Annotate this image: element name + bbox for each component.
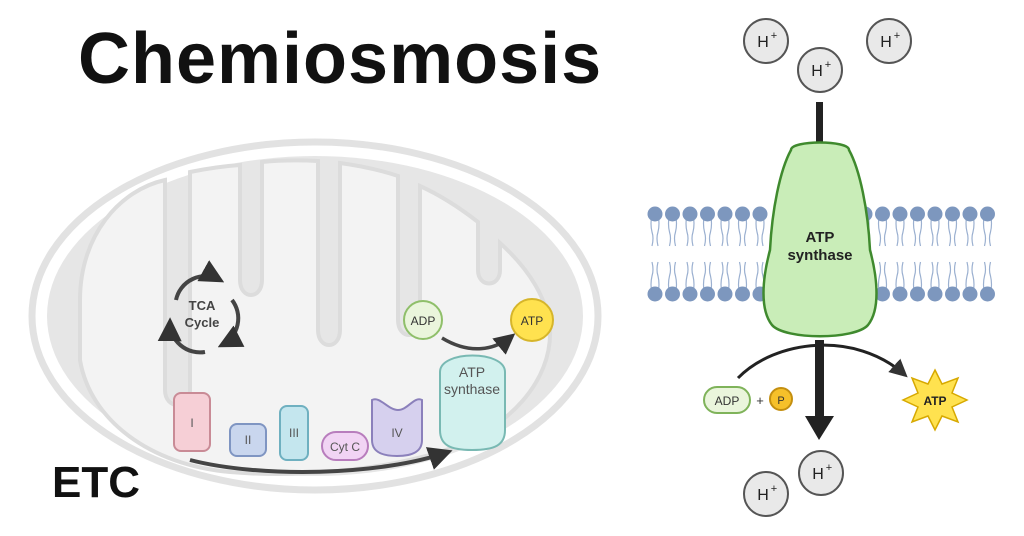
membrane-adp: ADP [703, 386, 751, 414]
plus-sign: + [756, 393, 764, 408]
lipid-head [752, 206, 768, 222]
proton-circle [743, 18, 789, 64]
svg-text:ADP: ADP [715, 394, 740, 408]
etc-label: ETC [52, 458, 140, 507]
tca-label-line1: TCA [189, 298, 216, 313]
lipid-head [962, 206, 978, 222]
mito-atp: ATP [510, 298, 554, 342]
svg-text:II: II [245, 433, 252, 447]
svg-text:ATP: ATP [923, 394, 946, 408]
proton-charge: + [894, 30, 900, 42]
lipid-head [735, 286, 750, 302]
proton-label: H [811, 63, 823, 80]
proton-label: H [757, 34, 769, 51]
lipid-head [700, 286, 715, 302]
cyt-c: Cyt C [321, 431, 369, 461]
lipid-head [647, 206, 663, 222]
lipid-head [717, 286, 733, 302]
lipid-head [682, 286, 698, 302]
membrane-atp-synthase: ATP synthase [762, 141, 878, 338]
adp-to-atp-arrow [736, 343, 908, 380]
tca-label-line2: Cycle [185, 315, 220, 330]
lipid-head [682, 206, 698, 222]
proton-charge: + [826, 462, 832, 474]
svg-text:synthase: synthase [787, 247, 852, 264]
lipid-head [910, 206, 925, 222]
tca-cycle: TCA Cycle [157, 260, 245, 355]
lipid-head [875, 286, 890, 302]
lipid-head [910, 286, 925, 302]
proton-label: H [880, 34, 892, 51]
lipid-head [980, 206, 995, 222]
proton-flow-shaft [815, 340, 824, 420]
svg-text:P: P [777, 395, 784, 407]
atp-burst: ATP [901, 368, 969, 432]
proton-charge: + [771, 30, 777, 42]
complex-i: I [173, 392, 211, 452]
protons: H+H+H+H+H+ [743, 18, 912, 517]
etc-flow-arrow [189, 447, 453, 474]
phosphate: P [769, 387, 793, 411]
proton-flow-arrowhead [805, 416, 834, 440]
proton-label: H [812, 466, 824, 483]
lipid-head [927, 286, 943, 302]
proton-circle [798, 450, 844, 496]
proton-circle [743, 471, 789, 517]
lipid-head [927, 206, 943, 222]
lipid-head [875, 206, 890, 222]
lipid-head [665, 206, 680, 222]
proton-charge: + [825, 59, 831, 71]
complex-iii: III [279, 405, 309, 461]
svg-text:Cyt C: Cyt C [330, 440, 360, 454]
svg-text:ATP: ATP [521, 314, 543, 328]
proton-circle [797, 47, 843, 93]
proton-label: H [757, 487, 769, 504]
lipid-head [892, 286, 908, 302]
mito-adp-atp-arrow [441, 333, 516, 355]
lipid-head [980, 286, 995, 302]
lipid-head [665, 286, 680, 302]
page-title: Chemiosmosis [78, 19, 603, 99]
lipid-head [945, 206, 960, 222]
lipid-head [735, 206, 750, 222]
proton-charge: + [771, 483, 777, 495]
synthase-stalk [816, 102, 823, 150]
complex-ii: II [229, 423, 267, 457]
svg-text:synthase: synthase [444, 381, 500, 397]
lipid-head [892, 206, 908, 222]
svg-text:IV: IV [391, 426, 402, 440]
svg-text:ATP: ATP [806, 229, 835, 246]
svg-text:III: III [289, 426, 299, 440]
lipid-head [717, 206, 733, 222]
lipid-head [945, 286, 960, 302]
mito-atp-synthase: ATP synthase [439, 354, 506, 452]
svg-text:I: I [190, 416, 193, 430]
complex-iv: IV [371, 398, 423, 458]
svg-text:ATP: ATP [459, 364, 485, 380]
proton-circle [866, 18, 912, 64]
lipid-head [647, 286, 663, 302]
lipid-head [962, 286, 978, 302]
mito-adp: ADP [403, 300, 443, 340]
lipid-head [700, 206, 715, 222]
svg-text:ADP: ADP [411, 314, 436, 328]
